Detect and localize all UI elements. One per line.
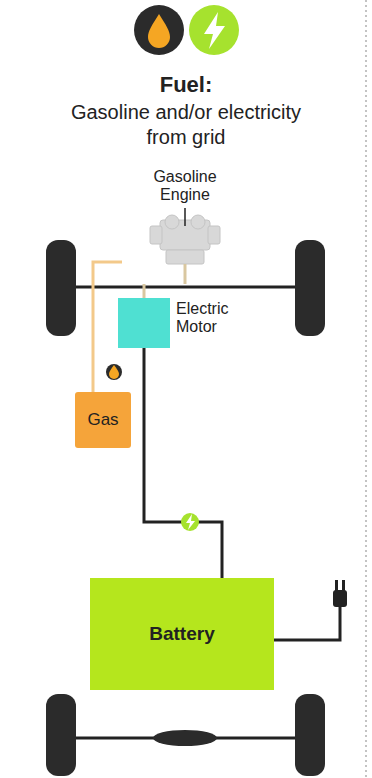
gas-drop-icon bbox=[134, 5, 184, 55]
node-label: Gasoline Engine bbox=[140, 168, 230, 204]
wheel bbox=[46, 240, 76, 336]
charge-cord bbox=[272, 606, 340, 640]
electric-bolt-icon bbox=[189, 5, 239, 55]
wheel bbox=[46, 694, 76, 776]
small-gas-drop bbox=[106, 364, 122, 380]
node-label: Electric Motor bbox=[176, 300, 246, 336]
front-axle bbox=[60, 286, 310, 289]
small-electric-icon bbox=[181, 513, 199, 531]
divider-line bbox=[365, 0, 367, 778]
motor-box: Electric Motor bbox=[118, 298, 170, 348]
differential bbox=[153, 730, 217, 746]
gas-tank: Gas bbox=[75, 392, 131, 448]
subtitle: Gasoline and/or electricity from grid bbox=[66, 100, 306, 150]
node-label: Gas bbox=[75, 392, 131, 448]
node-label: Battery bbox=[90, 578, 274, 690]
title: Fuel: bbox=[86, 72, 286, 98]
connector bbox=[144, 348, 222, 578]
engine-node: Gasoline Engine bbox=[122, 168, 248, 284]
engine-illustration bbox=[122, 168, 248, 284]
wheel bbox=[295, 694, 325, 776]
connector bbox=[143, 284, 146, 298]
plug-icon bbox=[333, 580, 347, 607]
battery-box: Battery bbox=[90, 578, 274, 690]
wheel bbox=[295, 240, 325, 336]
